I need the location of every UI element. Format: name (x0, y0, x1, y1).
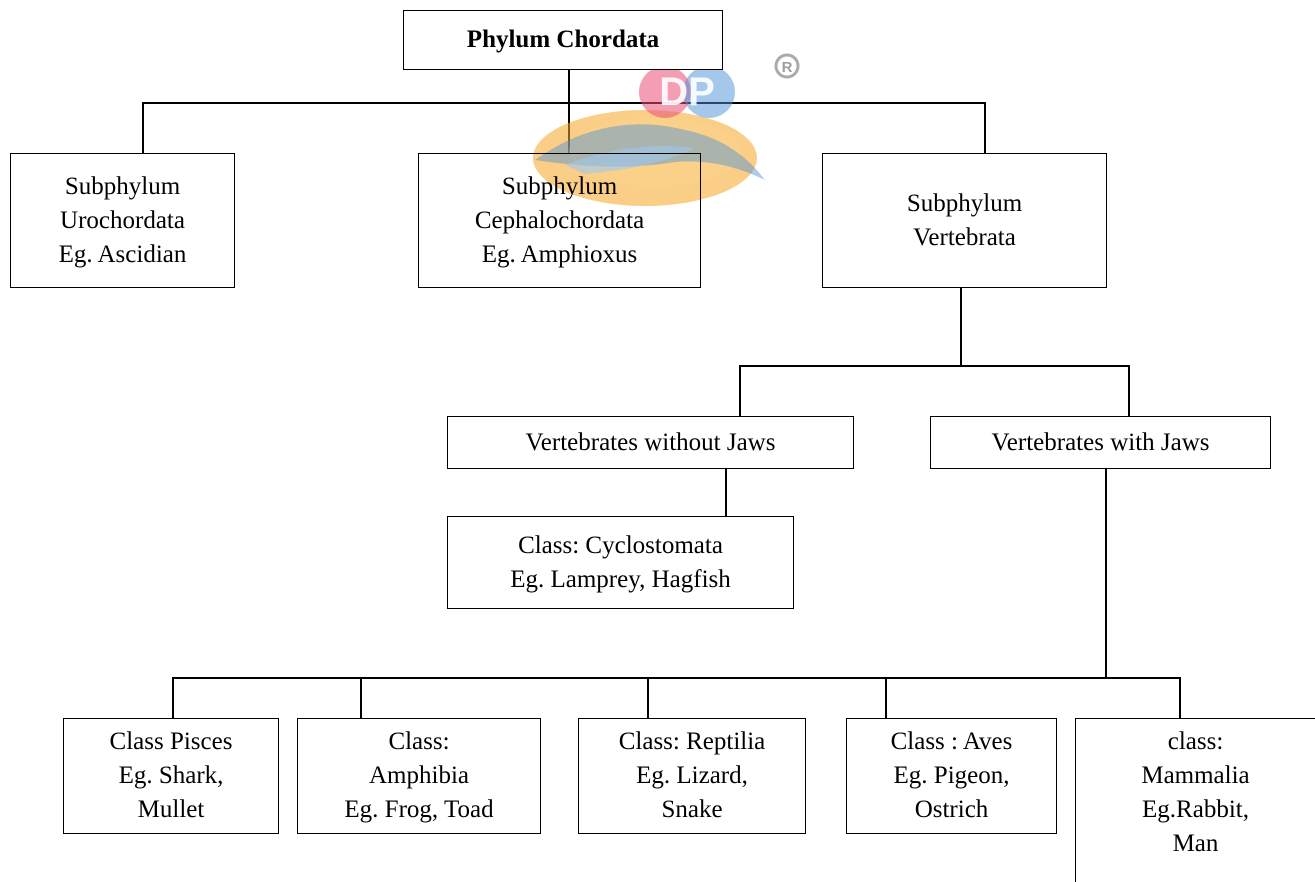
amphibia-line-2: Amphibia (369, 762, 469, 789)
urochordata-line-1: Subphylum (64, 172, 181, 200)
mammalia-line-3: Eg.Rabbit, (1142, 796, 1249, 823)
connector-to-with-jaws (1128, 365, 1130, 417)
amphibia-line-1: Class: (388, 728, 450, 755)
aves-line-3: Ostrich (914, 796, 989, 823)
subphylum-urochordata-box: Subphylum Urochordata Eg. Ascidian (10, 153, 235, 288)
connector-to-aves (885, 677, 887, 719)
connector-to-without-jaws (739, 365, 741, 417)
reptilia-line-1: Class: Reptilia (618, 728, 766, 755)
connector-to-mammalia (1179, 677, 1181, 719)
amphibia-line-3: Eg. Frog, Toad (344, 796, 494, 823)
cephalochordata-line-3: Eg. Amphioxus (481, 240, 638, 268)
cephalochordata-line-2: Cephalochordata (474, 206, 645, 234)
class-pisces-box: Class Pisces Eg. Shark, Mullet (63, 718, 279, 834)
dp-logo-watermark: DP R (533, 53, 800, 206)
connector-to-reptilia (647, 677, 649, 719)
vertebrates-with-jaws-box: Vertebrates with Jaws (930, 416, 1271, 469)
class-aves-box: Class : Aves Eg. Pigeon, Ostrich (846, 718, 1057, 834)
class-amphibia-box: Class: Amphibia Eg. Frog, Toad (297, 718, 541, 834)
class-mammalia-box: class: Mammalia Eg.Rabbit, Man (1075, 718, 1315, 882)
reptilia-line-3: Snake (661, 796, 723, 823)
connector-to-vertebrata (984, 102, 986, 154)
reptilia-line-2: Eg. Lizard, (636, 762, 748, 789)
pisces-line-3: Mullet (137, 796, 205, 823)
urochordata-line-3: Eg. Ascidian (58, 240, 187, 268)
connector-root-down (568, 70, 570, 154)
subphylum-cephalochordata-box: Subphylum Cephalochordata Eg. Amphioxus (418, 153, 701, 288)
connector-to-pisces (172, 677, 174, 719)
connector-without-jaws-to-cyclostomata (725, 469, 727, 517)
with-jaws-label: Vertebrates with Jaws (991, 428, 1210, 456)
aves-line-1: Class : Aves (890, 728, 1013, 755)
cephalochordata-line-1: Subphylum (501, 172, 618, 200)
urochordata-line-2: Urochordata (60, 206, 185, 234)
mammalia-line-2: Mammalia (1141, 762, 1250, 789)
without-jaws-label: Vertebrates without Jaws (525, 428, 776, 456)
vertebrata-line-1: Subphylum (906, 189, 1023, 217)
vertebrata-line-2: Vertebrata (913, 223, 1016, 251)
class-cyclostomata-box: Class: Cyclostomata Eg. Lamprey, Hagfish (447, 516, 794, 609)
connector-to-amphibia (360, 677, 362, 719)
cyclostomata-line-1: Class: Cyclostomata (518, 531, 723, 559)
connector-jaw-groups-h (739, 365, 1130, 367)
mammalia-line-4: Man (1172, 830, 1219, 857)
registered-mark: R (782, 59, 793, 76)
pisces-line-2: Eg. Shark, (118, 762, 224, 789)
pisces-line-1: Class Pisces (109, 728, 233, 755)
connector-to-urochordata (142, 102, 144, 154)
connector-vertebrata-down (960, 288, 962, 366)
connector-with-jaws-down (1105, 469, 1107, 679)
cyclostomata-line-2: Eg. Lamprey, Hagfish (510, 565, 731, 593)
logo-text: DP (659, 70, 715, 114)
subphylum-vertebrata-box: Subphylum Vertebrata (822, 153, 1107, 288)
connector-root-subphyla-h (142, 102, 986, 104)
mammalia-line-1: class: (1167, 728, 1224, 755)
aves-line-2: Eg. Pigeon, (893, 762, 1010, 789)
phylum-chordata-box: Phylum Chordata (403, 10, 723, 70)
vertebrates-without-jaws-box: Vertebrates without Jaws (447, 416, 854, 469)
class-reptilia-box: Class: Reptilia Eg. Lizard, Snake (578, 718, 806, 834)
phylum-chordata-label: Phylum Chordata (466, 26, 660, 53)
connector-classes-h (172, 677, 1181, 679)
